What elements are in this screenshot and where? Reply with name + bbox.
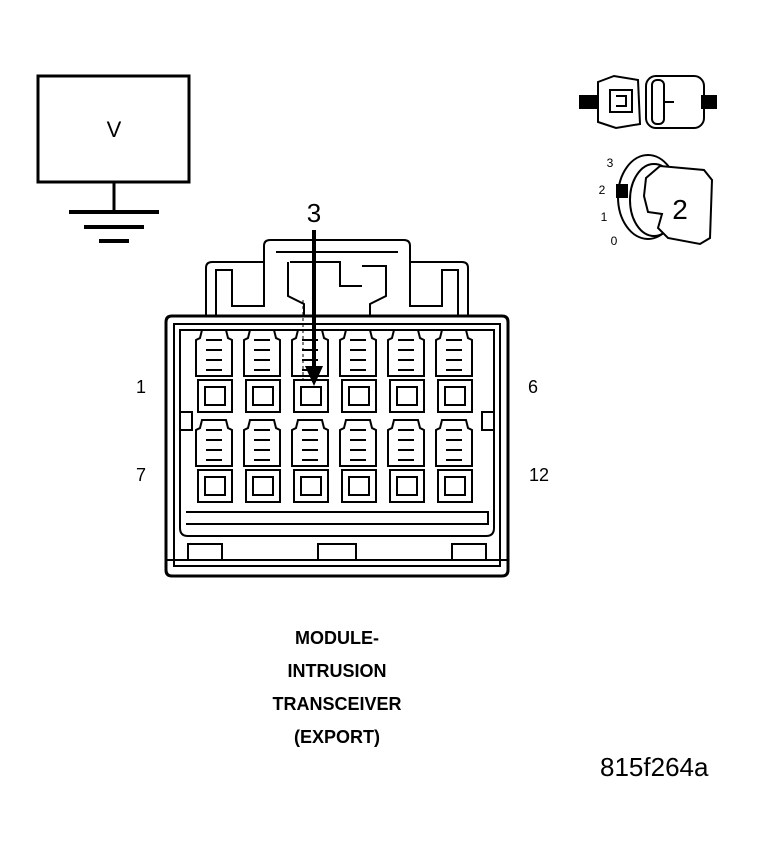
cavity-pin-6	[435, 329, 473, 413]
cavity-row-bottom	[195, 419, 473, 503]
cavity-pin-7	[195, 419, 233, 503]
switch-position-0: 0	[611, 234, 618, 248]
voltmeter-label: V	[107, 117, 122, 142]
caption-line-3: TRANSCEIVER	[272, 694, 402, 714]
switch-position-2: 2	[599, 183, 606, 197]
pin-label-6: 6	[528, 377, 538, 397]
pin-label-1: 1	[136, 377, 146, 397]
pin-label-7: 7	[136, 465, 146, 485]
probe-pin-label: 3	[307, 198, 321, 228]
caption-line-4: (EXPORT)	[293, 727, 380, 747]
switch-position-labels: 3 2 1 0	[599, 156, 618, 248]
cavity-row-top	[195, 329, 473, 413]
key-cylinder-icon	[579, 74, 717, 130]
switch-selected-position: 2	[672, 194, 688, 225]
caption-line-2: INTRUSION	[287, 661, 387, 681]
cavity-pin-8	[243, 419, 281, 503]
cavity-pin-10	[339, 419, 377, 503]
terminal-cavities	[195, 329, 473, 503]
cavity-pin-4	[339, 329, 377, 413]
ground-icon	[69, 210, 159, 243]
cavity-pin-2	[243, 329, 281, 413]
cavity-pin-5	[387, 329, 425, 413]
caption-line-1: MODULE-	[295, 628, 379, 648]
cavity-pin-9	[291, 419, 329, 503]
probe-arrow	[302, 230, 323, 386]
connector-housing	[164, 239, 510, 578]
voltmeter-symbol: V	[36, 74, 191, 211]
switch-position-3: 3	[607, 156, 614, 170]
cavity-pin-12	[435, 419, 473, 503]
ignition-switch-icon: 2	[616, 154, 714, 246]
pin-label-12: 12	[529, 465, 549, 485]
cavity-pin-1	[195, 329, 233, 413]
figure-id: 815f264a	[600, 752, 709, 782]
cavity-pin-11	[387, 419, 425, 503]
switch-position-1: 1	[601, 210, 608, 224]
connector-caption: MODULE- INTRUSION TRANSCEIVER (EXPORT)	[207, 622, 467, 754]
